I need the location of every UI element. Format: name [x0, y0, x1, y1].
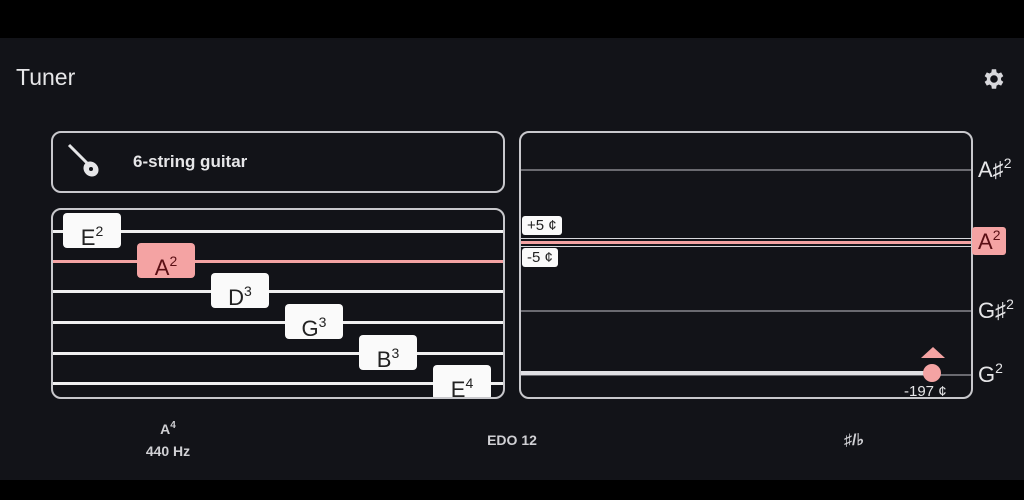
note-octave: 2: [95, 223, 104, 239]
minus-tolerance-label: -5 ¢: [522, 248, 558, 267]
string-line: [53, 352, 503, 355]
instrument-name: 6-string guitar: [133, 152, 248, 171]
notation-toggle-button[interactable]: ♯/♭: [844, 432, 864, 449]
note-name: E: [80, 225, 96, 250]
tolerance-lower-line: [521, 246, 971, 247]
string-line-active: [53, 260, 503, 263]
string-line: [53, 290, 503, 293]
string-selector[interactable]: E2 A2 D3 G3 B3 E4: [51, 208, 505, 399]
note-octave: 2: [169, 253, 178, 269]
string-button-d3[interactable]: D3: [211, 273, 269, 310]
tune-up-arrow-icon: [921, 347, 945, 358]
note-label-a-sharp-2: A♯2: [978, 155, 1012, 182]
note-label-g2: G2: [978, 360, 1003, 387]
note-line-g-sharp-2: [521, 310, 971, 312]
current-pitch-dot: [923, 364, 941, 382]
note-octave: 3: [244, 283, 252, 299]
reference-frequency-button[interactable]: A4 440 Hz: [120, 420, 216, 459]
ref-frequency: 440 Hz: [145, 443, 191, 459]
tuner-app: Tuner 6-string guitar E2 A2 D3 G3 B3 E4 …: [0, 38, 1024, 480]
string-button-g3[interactable]: G3: [285, 304, 343, 341]
note-name: E: [450, 377, 466, 399]
string-line: [53, 382, 503, 385]
guitar-icon: [67, 143, 99, 177]
target-note-line: [521, 241, 971, 244]
pitch-history-line: [521, 371, 933, 375]
ref-octave: 4: [170, 420, 176, 431]
note-octave: 3: [318, 314, 327, 330]
note-line-a-sharp-2: [521, 169, 971, 171]
note-octave: 4: [465, 375, 474, 391]
deviation-label: -197 ¢: [904, 383, 947, 399]
note-label-a2-active: A2: [972, 227, 1007, 255]
note-name: A: [154, 255, 170, 280]
string-button-e4[interactable]: E4: [433, 365, 491, 399]
note-label-g-sharp-2: G♯2: [978, 296, 1014, 323]
note-name: D: [228, 285, 245, 310]
string-button-e2[interactable]: E2: [63, 213, 121, 250]
note-name: B: [376, 347, 392, 372]
plus-tolerance-label: +5 ¢: [522, 216, 562, 235]
ref-note: A: [160, 421, 171, 437]
pitch-graph: +5 ¢ -5 ¢ -197 ¢: [519, 131, 973, 399]
note-name: G: [301, 316, 319, 341]
string-line: [53, 321, 503, 324]
page-title: Tuner: [16, 64, 76, 90]
note-line-g2: [521, 374, 971, 376]
temperament-button[interactable]: EDO 12: [487, 432, 537, 448]
instrument-selector[interactable]: 6-string guitar: [51, 131, 505, 193]
settings-gear-icon[interactable]: [980, 66, 1006, 92]
note-octave: 3: [391, 345, 400, 361]
tolerance-upper-line: [521, 238, 971, 239]
string-button-b3[interactable]: B3: [359, 335, 417, 372]
string-line: [53, 230, 503, 233]
string-button-a2[interactable]: A2: [137, 243, 195, 280]
